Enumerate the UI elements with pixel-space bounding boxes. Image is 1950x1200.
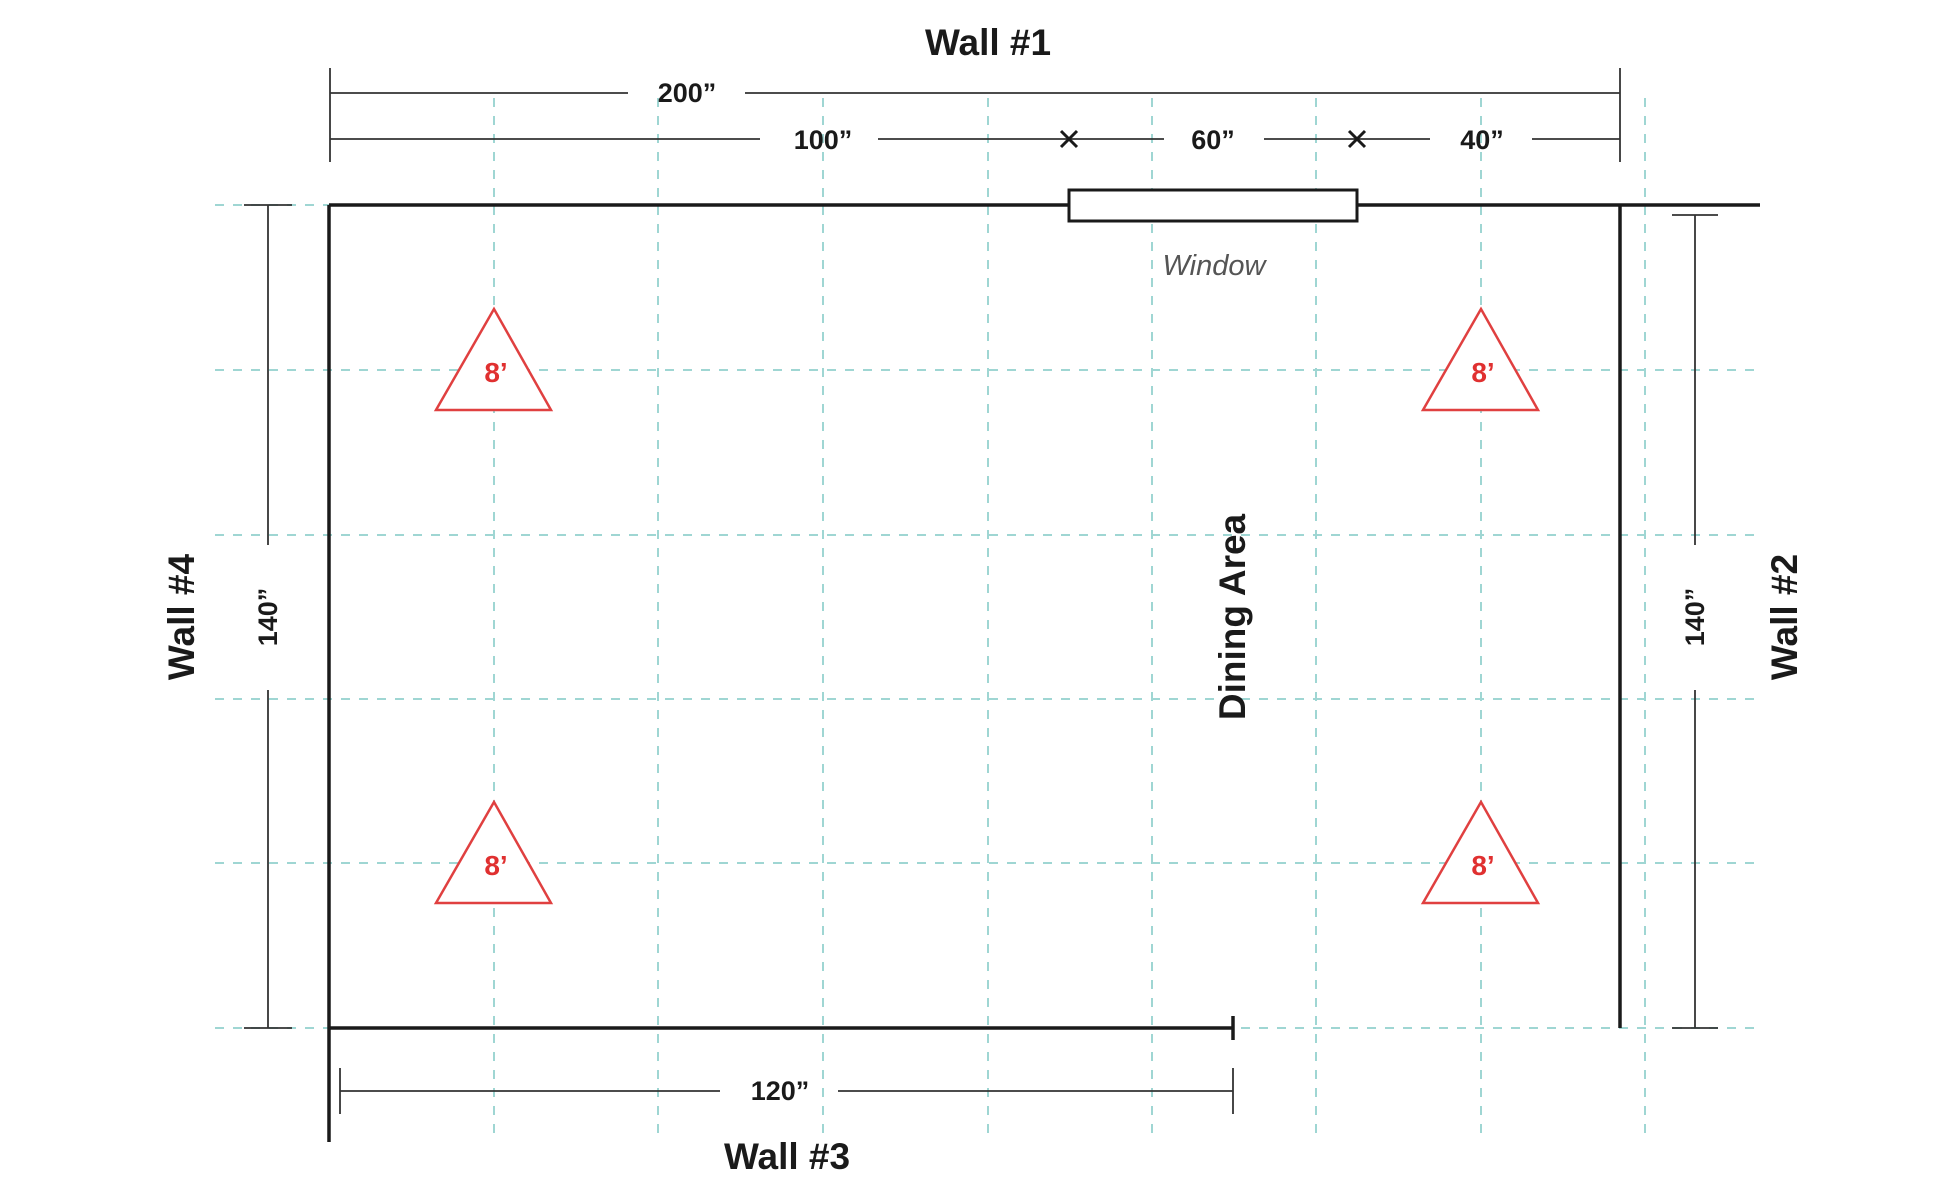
fixture-label: 8’ — [1471, 357, 1494, 388]
dining-area-label: Dining Area — [1212, 513, 1253, 720]
wall-2-label: Wall #2 — [1764, 554, 1805, 680]
left-height-dimension — [244, 204, 292, 1029]
window-label: Window — [1163, 250, 1268, 282]
room-walls — [327, 203, 1760, 1142]
fixture-label: 8’ — [484, 357, 507, 388]
top-seg2-label: 60” — [1191, 125, 1235, 155]
ceiling-height-marker: 8’ — [433, 799, 554, 905]
right-height-dimension — [1672, 214, 1718, 1029]
wall-4-label: Wall #4 — [161, 554, 202, 681]
grid — [215, 98, 1760, 1142]
bottom-dimension — [339, 1068, 1234, 1114]
top-total-label: 200” — [658, 78, 717, 108]
wall-3-label: Wall #3 — [724, 1136, 850, 1177]
left-height-label: 140” — [253, 588, 283, 647]
fixture-label: 8’ — [484, 850, 507, 881]
fixture-label: 8’ — [1471, 850, 1494, 881]
top-total-dimension — [329, 68, 1621, 162]
right-height-label: 140” — [1680, 588, 1710, 647]
ceiling-height-marker: 8’ — [1420, 306, 1541, 412]
top-seg1-label: 100” — [794, 125, 853, 155]
wall-1-label: Wall #1 — [925, 22, 1051, 63]
ceiling-height-marker: 8’ — [1420, 799, 1541, 905]
top-seg3-label: 40” — [1460, 125, 1504, 155]
bottom-dimension-label: 120” — [751, 1076, 810, 1106]
window — [1067, 188, 1359, 223]
segment-marker-icon — [1347, 129, 1367, 149]
segment-marker-icon — [1059, 129, 1079, 149]
ceiling-height-marker: 8’ — [433, 306, 554, 412]
